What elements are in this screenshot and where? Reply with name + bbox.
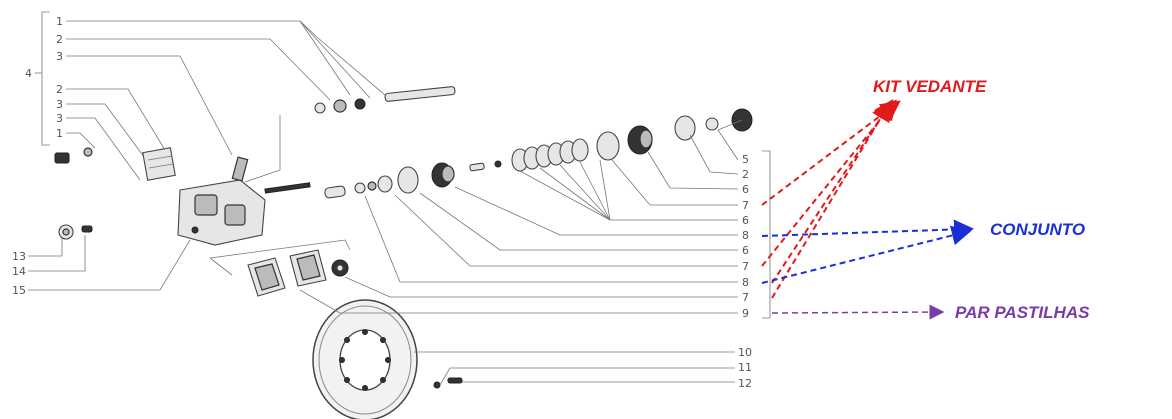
screw-14 [81,225,93,233]
callout-kit-vedante: KIT VEDANTE [873,77,987,96]
label-4-group: 4 [25,67,32,80]
brake-disc [312,299,418,419]
frame-line-3 [244,115,281,183]
label-5: 5 [742,153,749,166]
leader-6-stack-1 [519,170,611,221]
leader-1-mid [66,132,96,149]
leader-6-b [599,159,738,221]
leader-6-stack-4 [579,161,611,221]
par-pastilhas-arrow [771,304,945,320]
label-1-top: 1 [56,15,63,28]
leader-7-b [394,194,738,267]
leader-8-a [454,186,738,236]
seal-stack [511,138,589,172]
label-8-a: 8 [742,229,749,242]
leader-6-a [647,151,739,190]
label-3-mid-a: 3 [56,98,63,111]
right-bracket [762,150,771,319]
label-7-a: 7 [742,199,749,212]
label-9: 9 [742,307,749,320]
rod-top-rings [314,98,366,114]
leader-13 [28,238,63,257]
leader-3-top [66,55,233,156]
leader-15 [28,239,191,291]
leader-5 [717,119,743,161]
kit-vedante-arrows [761,98,901,299]
leader-7-a [611,159,738,206]
label-1-mid: 1 [56,127,63,140]
label-6-a: 6 [742,183,749,196]
bleed-valve [231,156,249,182]
pin-middle [264,182,311,194]
pad-pin-plate [142,147,176,181]
frame-line-2 [209,257,233,276]
leader-6-stack-3 [559,164,611,221]
brake-pad-2 [289,249,327,287]
washer-13 [58,224,74,240]
disc-bolts [433,377,463,389]
label-2-mid: 2 [56,83,63,96]
label-3-top: 3 [56,50,63,63]
piston-chain [324,160,502,199]
leader-3-mid-a [66,103,151,166]
brake-pad-1 [247,257,286,297]
group-bracket [41,11,50,146]
seal-parts-right [596,108,753,161]
leader-2-right [689,134,739,175]
label-14: 14 [12,265,26,278]
leader-9 [299,289,738,314]
callout-par-pastilhas: PAR PASTILHAS [955,303,1090,322]
callout-conjunto: CONJUNTO [990,220,1085,239]
label-6-c: 6 [742,244,749,257]
label-15: 15 [12,284,26,297]
leader-1-top-b [299,20,351,96]
conjunto-arrows [761,219,974,284]
label-7-b: 7 [742,260,749,273]
leader-8-b [364,195,738,283]
label-10: 10 [738,346,752,359]
leader-2-mid [66,88,166,151]
rod-top [384,86,456,102]
leader-2-top [66,38,331,101]
label-7-c: 7 [742,291,749,304]
caliper-body [177,179,266,246]
label-6-b: 6 [742,214,749,227]
pad-spring [331,259,349,277]
label-8-b: 8 [742,276,749,289]
label-2-top: 2 [56,33,63,46]
label-2-right: 2 [742,168,749,181]
leader-1-top [66,20,386,96]
small-bolt-left [54,147,93,164]
label-11: 11 [738,361,752,374]
leader-11 [439,367,735,386]
leader-6-c [419,192,738,251]
label-13: 13 [12,250,26,263]
label-12: 12 [738,377,752,390]
leader-1-top-c [299,20,371,99]
frame-line-1 [209,239,351,259]
leader-7-c [344,276,738,298]
leader-14 [28,235,86,272]
leader-6-stack-2 [539,167,611,221]
leader-3-mid-b [66,117,141,181]
label-3-mid-b: 3 [56,112,63,125]
